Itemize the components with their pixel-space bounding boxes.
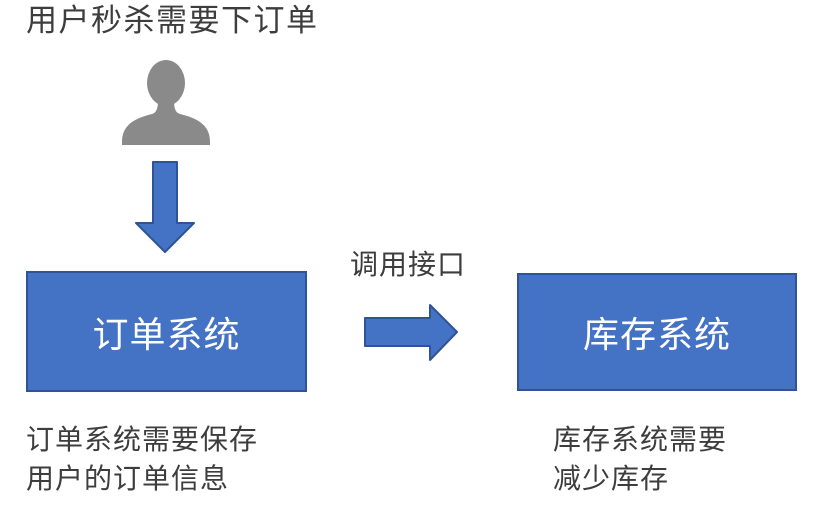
inventory-system-note: 库存系统需要 减少库存 [553,420,727,498]
order-system-box: 订单系统 [26,271,307,392]
user-action-label: 用户秒杀需要下订单 [26,3,319,38]
inventory-note-line1: 库存系统需要 [553,424,728,455]
inventory-system-label: 库存系统 [582,314,731,355]
order-note-line2: 用户的订单信息 [26,463,230,494]
order-note-line1: 订单系统需要保存 [26,424,259,455]
inventory-system-box: 库存系统 [517,273,797,391]
right-arrow-icon [364,304,458,361]
down-arrow-icon [135,161,195,253]
call-interface-label: 调用接口 [350,249,467,280]
order-system-label: 订单系统 [92,313,241,355]
person-icon [122,60,210,145]
inventory-note-line2: 减少库存 [553,463,670,494]
order-system-note: 订单系统需要保存 用户的订单信息 [26,420,258,498]
